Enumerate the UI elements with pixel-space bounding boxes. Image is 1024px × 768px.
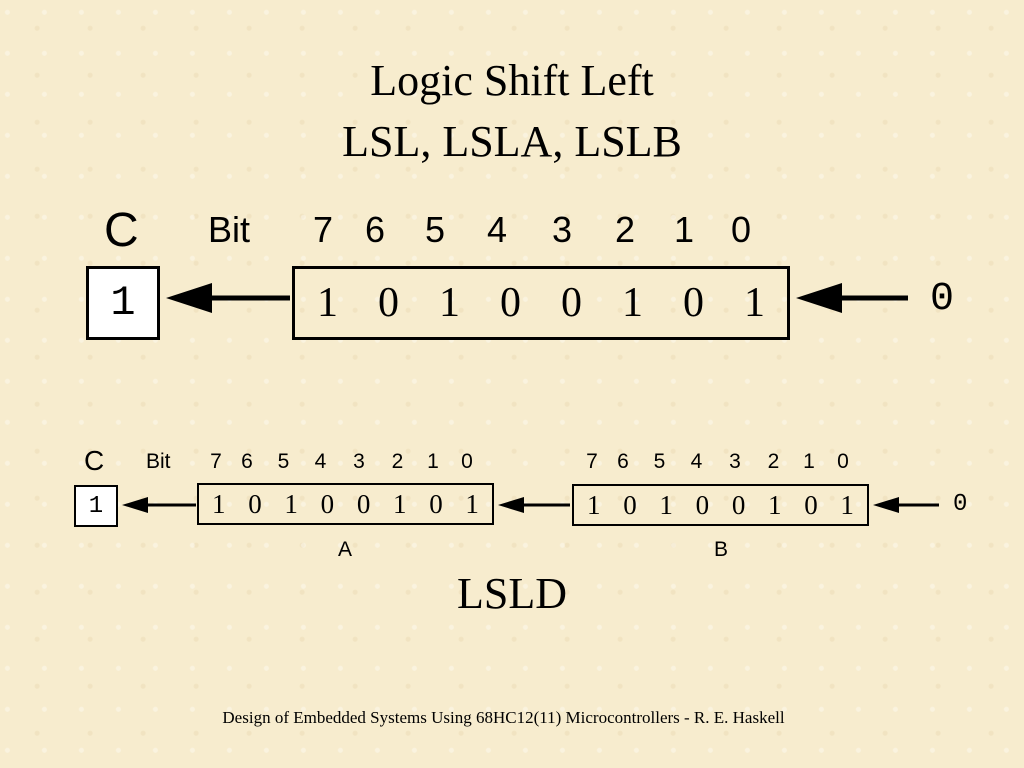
lsld-carry-label: C (84, 445, 105, 476)
bit-number: 0 (461, 450, 473, 473)
lsld-shift-out-arrow (122, 497, 196, 513)
register-bit: 1 (393, 488, 407, 519)
footer-credit: Design of Embedded Systems Using 68HC12(… (222, 708, 785, 727)
bit-number: 3 (551, 209, 573, 250)
register-bit: 0 (248, 488, 262, 519)
bit-number: 4 (486, 209, 508, 250)
register-a-label: A (337, 538, 352, 561)
register-bit: 0 (683, 280, 704, 326)
bit-number: 4 (690, 450, 703, 473)
bit-number: 5 (277, 450, 290, 473)
bit-number: 6 (241, 450, 253, 473)
bit-number: 5 (653, 450, 666, 473)
register-bit: 1 (587, 489, 601, 520)
bit-number: 6 (617, 450, 629, 473)
bit-number: 1 (673, 209, 695, 250)
bit-number: 7 (586, 450, 598, 473)
carry-label: C (104, 204, 139, 257)
bit-number: 7 (312, 209, 334, 250)
bit-number: 2 (391, 450, 404, 473)
bit-number: 6 (364, 209, 386, 250)
bit-number: 3 (353, 450, 365, 473)
bit-number: 5 (424, 209, 446, 250)
lsld-shift-in-arrow (873, 497, 939, 513)
register-bit: 1 (659, 489, 673, 520)
register-bit: 1 (744, 280, 765, 326)
bit-number: 1 (803, 450, 815, 473)
carry-value: 1 (110, 279, 136, 327)
lsld-carry-value: 1 (88, 492, 104, 520)
lsld-bit-label: Bit (146, 450, 171, 473)
bit-number: 7 (210, 450, 222, 473)
register-b-label: B (713, 538, 728, 561)
register-bit: 1 (840, 489, 854, 520)
bit-number: 3 (729, 450, 741, 473)
bit-number: 0 (730, 209, 752, 250)
shift-in-arrow (796, 283, 908, 313)
register-bit: 0 (561, 280, 582, 326)
bit-number: 2 (614, 209, 636, 250)
register-bit: 0 (378, 280, 399, 326)
register-bit: 1 (317, 280, 338, 326)
lsld-caption: LSLD (457, 569, 567, 618)
carry-flag-box: 1 (86, 266, 160, 340)
slide-title: Logic Shift Left (370, 56, 654, 105)
register-bit: 1 (465, 488, 479, 519)
register-bit: 0 (804, 489, 818, 520)
bit-number-header: 7 6 5 4 3 2 1 0 (300, 210, 770, 250)
bit-label: Bit (208, 209, 251, 250)
register-bit: 1 (439, 280, 460, 326)
slide-subtitle: LSL, LSLA, LSLB (342, 117, 682, 166)
register-bit: 0 (623, 489, 637, 520)
register-bit: 0 (731, 489, 746, 520)
register-a-bit-header: 7 6 5 4 3 2 1 0 (203, 450, 488, 474)
register-bit: 1 (284, 488, 298, 519)
shift-out-arrow (166, 283, 290, 313)
lsld-shift-in-value: 0 (953, 491, 968, 518)
lsld-carry-flag-box: 1 (74, 485, 118, 527)
bit-number: 0 (837, 450, 849, 473)
shift-in-value: 0 (930, 277, 955, 322)
register-bit: 1 (212, 488, 226, 519)
register-a-box: 1 0 1 0 0 1 0 1 (197, 483, 494, 525)
register-bit: 0 (320, 488, 335, 519)
register-b-bit-header: 7 6 5 4 3 2 1 0 (579, 450, 864, 474)
bit-number: 4 (314, 450, 327, 473)
register-bit: 0 (429, 488, 443, 519)
a-to-b-shift-arrow (498, 497, 570, 513)
bit-number: 1 (427, 450, 439, 473)
register-bit: 0 (356, 488, 371, 519)
register-box: 1 0 1 0 0 1 0 1 (292, 266, 790, 340)
register-bit: 0 (695, 489, 710, 520)
register-bit: 1 (622, 280, 643, 326)
register-bit: 0 (500, 280, 521, 326)
register-b-box: 1 0 1 0 0 1 0 1 (572, 484, 869, 526)
bit-number: 2 (767, 450, 780, 473)
register-bit: 1 (768, 489, 782, 520)
